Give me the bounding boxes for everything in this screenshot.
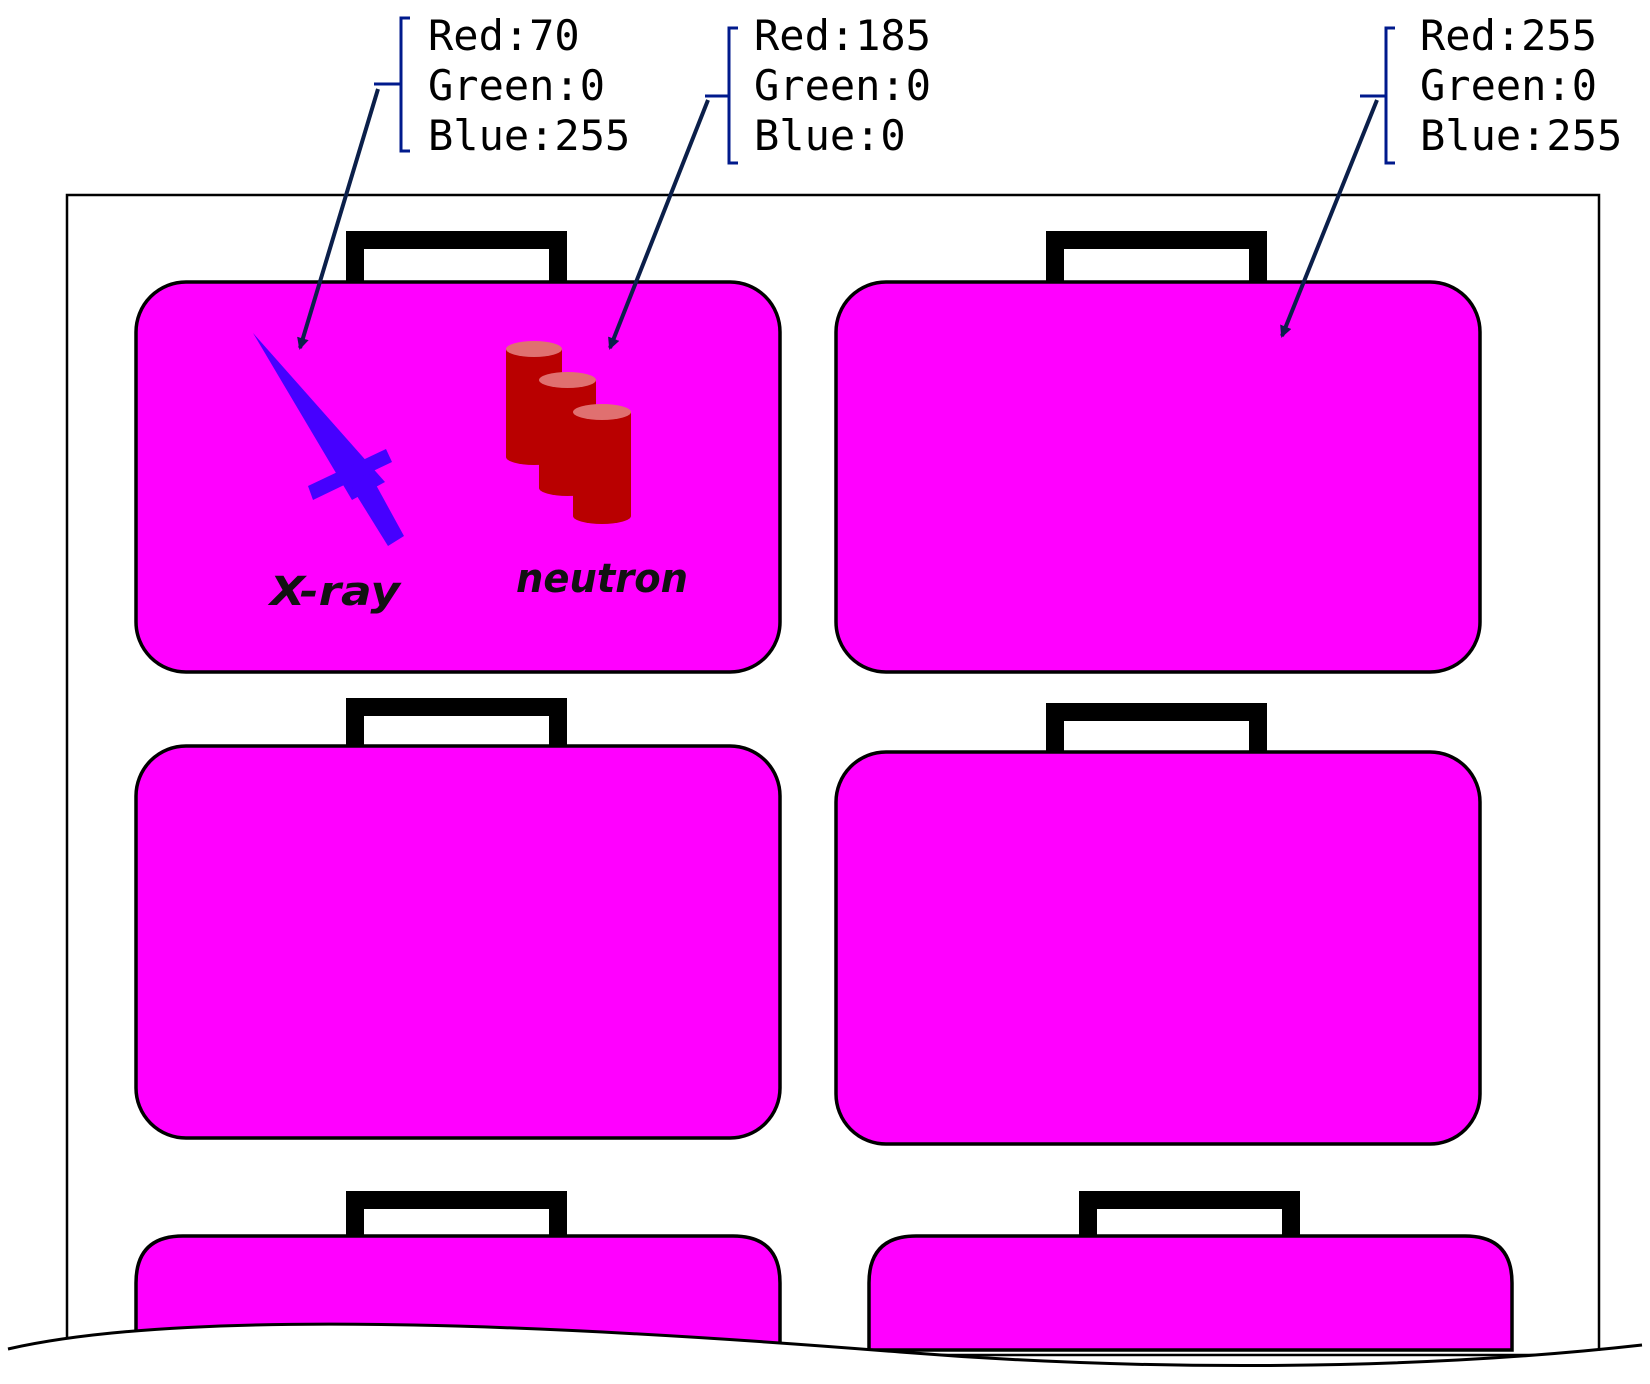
cylinder-front [573, 404, 631, 524]
suitcase-bottom-right [867, 1191, 1514, 1352]
xray-label: X-ray [267, 569, 403, 615]
callout-neutron-color: Red:185 Green:0 Blue:0 [608, 11, 931, 350]
callout-bracket [374, 16, 410, 153]
suitcase-body [834, 280, 1482, 674]
callout-line: Green:0 [754, 61, 931, 110]
callout-line: Red:185 [754, 11, 931, 60]
callout-bracket [1360, 26, 1395, 165]
cutoff-mask [0, 1324, 1650, 1384]
callout-line: Red:255 [1420, 11, 1597, 60]
knife-blade [253, 333, 385, 500]
suitcase-handle [346, 231, 567, 290]
neutron-label: neutron [516, 556, 688, 602]
callout-line: Green:0 [1420, 61, 1597, 110]
suitcase-handle [1046, 231, 1267, 290]
suitcase-top-left: X-ray neutron [134, 231, 782, 674]
callout-line: Blue:0 [754, 111, 906, 160]
suitcase-handle [1046, 703, 1267, 760]
suitcase-handle [346, 1191, 567, 1245]
suitcase-middle-left [134, 698, 782, 1140]
suitcase-top-right [834, 231, 1482, 674]
cylinder-stack-icon [506, 341, 631, 524]
callout-case-color: Red:255 Green:0 Blue:255 [1280, 11, 1622, 338]
suitcase-body [834, 750, 1482, 1146]
suitcase-body [134, 1234, 782, 1352]
knife-guard [308, 449, 392, 500]
suitcase-bottom-left [134, 1191, 782, 1352]
callout-xray-color: Red:70 Green:0 Blue:255 [297, 11, 630, 350]
knife-grip [352, 474, 404, 546]
suitcase-body [867, 1234, 1514, 1352]
callout-line: Blue:255 [428, 111, 630, 160]
cutoff-wave-line [7, 1322, 1643, 1368]
knife-icon [253, 333, 404, 546]
suitcase-handle [346, 698, 567, 755]
callout-line: Green:0 [428, 61, 605, 110]
callout-arrow [297, 88, 380, 350]
callout-bracket [705, 26, 738, 165]
suitcase-handle [1079, 1191, 1300, 1245]
callout-line: Red:70 [428, 11, 580, 60]
callout-line: Blue:255 [1420, 111, 1622, 160]
suitcase-middle-right [834, 703, 1482, 1146]
callout-arrow [1280, 99, 1379, 338]
callout-arrow [608, 99, 710, 350]
suitcase-body [134, 744, 782, 1140]
suitcase-body [134, 280, 782, 674]
